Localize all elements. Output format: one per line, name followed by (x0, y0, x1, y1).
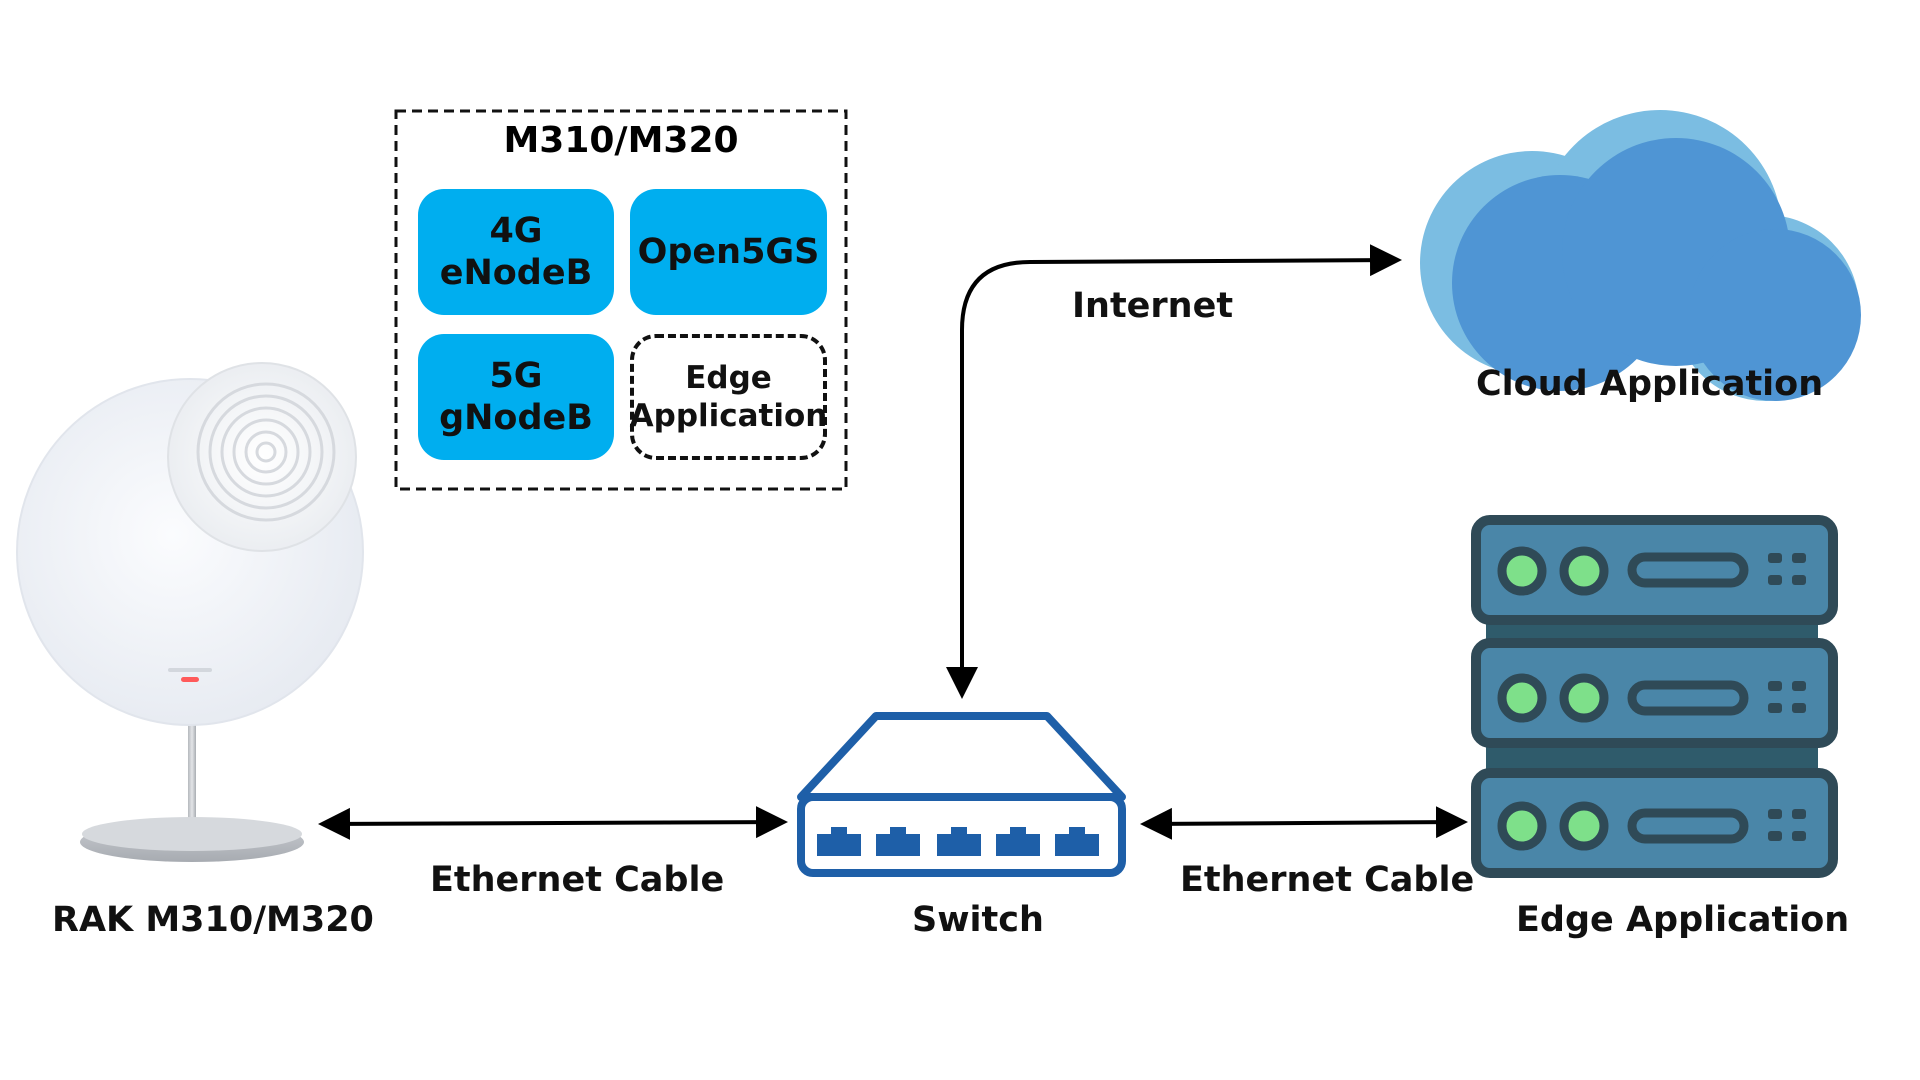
ethernet-label-right: Ethernet Cable (1180, 860, 1475, 900)
module-item-line1: Open5GS (637, 232, 820, 272)
cloud-icon (1420, 110, 1861, 401)
ethernet-arrow-right (1140, 806, 1468, 840)
ethernet-label-left: Ethernet Cable (430, 860, 725, 900)
switch-label: Switch (912, 900, 1044, 940)
server-rack-icon (1471, 515, 1838, 878)
module-item-line1: Edge (685, 360, 772, 396)
module-item-line2: gNodeB (439, 398, 593, 438)
module-item-line2: eNodeB (439, 253, 593, 293)
module-item-open5gs: Open5GS (630, 189, 827, 315)
module-item-line2: Application (629, 398, 828, 434)
cloud-label: Cloud Application (1476, 364, 1824, 404)
module-item-line1: 5G (489, 356, 543, 396)
internet-label: Internet (1072, 286, 1234, 326)
device-label: RAK M310/M320 (52, 900, 374, 940)
rak-gateway-icon (16, 362, 364, 862)
ethernet-arrow-left (318, 806, 788, 840)
internet-arrow (946, 244, 1402, 699)
module-title: M310/M320 (503, 120, 739, 161)
edge-label: Edge Application (1516, 900, 1850, 940)
network-switch-icon (797, 712, 1126, 877)
module-item-line1: 4G (489, 211, 543, 251)
module-container (394, 109, 848, 491)
